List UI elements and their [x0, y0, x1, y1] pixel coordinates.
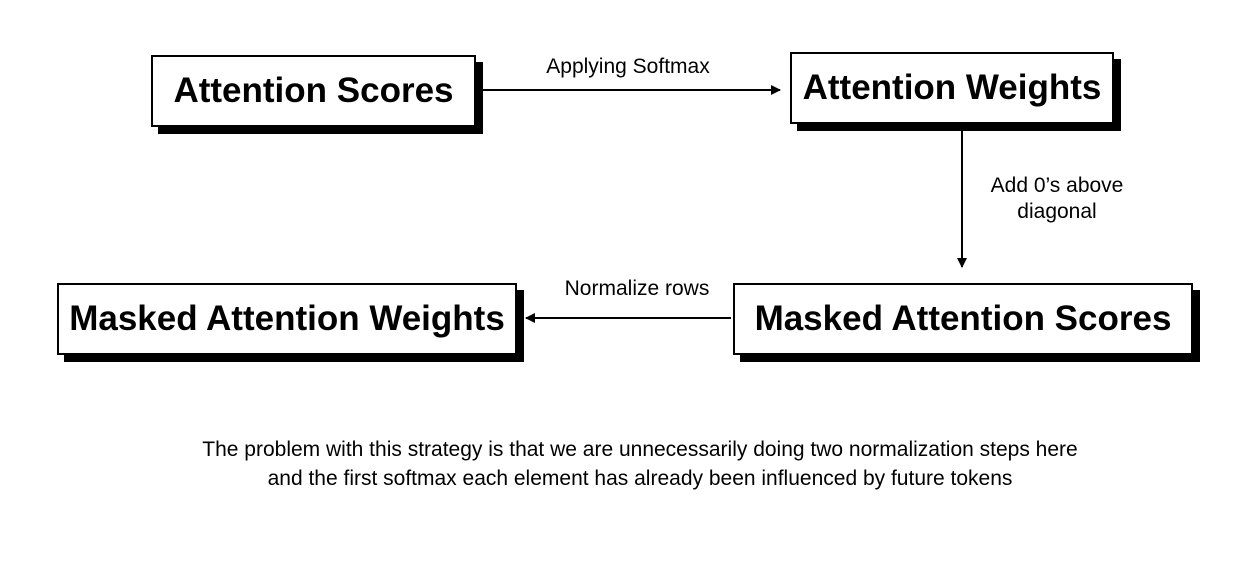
node-masked-attention-weights: Masked Attention Weights [57, 283, 517, 355]
node-attention-weights: Attention Weights [790, 52, 1114, 124]
edge-mask-label: Add 0’s above diagonal [990, 174, 1124, 223]
node-masked-attention-scores: Masked Attention Scores [733, 283, 1193, 355]
node-attention-scores: Attention Scores [151, 55, 476, 127]
node-attention-weights-label: Attention Weights [802, 68, 1102, 107]
caption-text: The problem with this strategy is that w… [202, 438, 1078, 490]
node-masked-attention-scores-label: Masked Attention Scores [754, 299, 1172, 338]
edge-softmax-label: Applying Softmax [546, 55, 710, 78]
edge-normalize-label: Normalize rows [564, 277, 710, 300]
node-masked-attention-weights-label: Masked Attention Weights [69, 299, 505, 338]
node-attention-scores-label: Attention Scores [173, 71, 454, 110]
